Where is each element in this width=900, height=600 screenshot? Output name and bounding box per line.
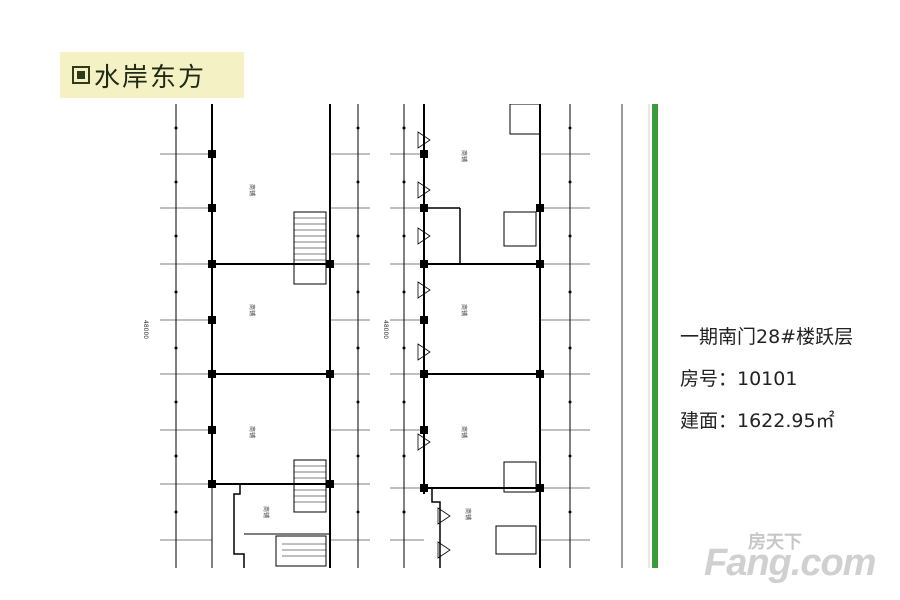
watermark-top: 房天下 — [748, 532, 802, 553]
floor-area: 建面：1622.95㎡ — [680, 410, 835, 432]
room-labels: 商铺 商铺 商铺 商铺 商铺 商铺 商铺 商铺 48000 48000 — [142, 150, 472, 520]
watermark: 房天下 Fang.com — [700, 528, 876, 588]
dimension-label: 48000 — [382, 320, 389, 339]
right-plan — [390, 104, 623, 568]
room-label: 商铺 — [460, 426, 468, 438]
room-label: 商铺 — [248, 426, 256, 438]
right-column-marks — [402, 126, 572, 514]
dimension-label: 48000 — [142, 320, 149, 339]
unit-info: 一期南门28#楼跃层 房号：10101 建面：1622.95㎡ — [680, 316, 853, 442]
room-number: 房号：10101 — [680, 368, 798, 390]
room-label: 商铺 — [460, 304, 468, 316]
room-label: 商铺 — [460, 150, 468, 162]
left-plan — [160, 104, 370, 568]
logo-mark-icon — [72, 66, 90, 84]
building-label: 一期南门28#楼跃层 — [680, 326, 854, 348]
brand-logo: 水岸东方 — [60, 52, 244, 98]
room-label: 商铺 — [248, 304, 256, 316]
room-label: 商铺 — [464, 508, 472, 520]
floor-plan-drawing: 商铺 商铺 商铺 商铺 商铺 商铺 商铺 商铺 48000 48000 — [142, 104, 662, 568]
logo-text: 水岸东方 — [94, 62, 207, 93]
room-label: 商铺 — [248, 184, 256, 196]
room-label: 商铺 — [262, 506, 270, 518]
left-column-marks — [174, 126, 360, 514]
watermark-main: Fang.com — [704, 542, 876, 584]
